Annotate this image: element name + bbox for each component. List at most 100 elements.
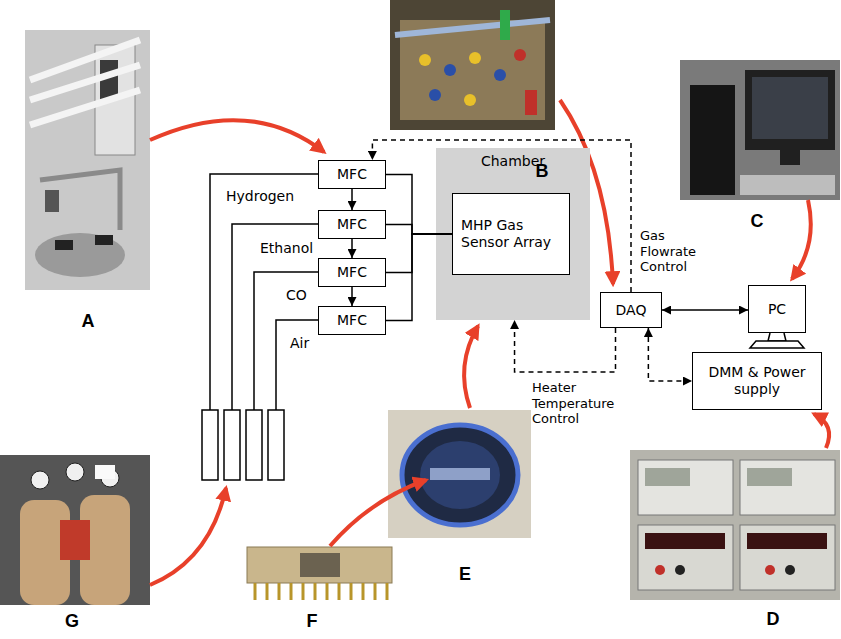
terminal: [765, 565, 775, 575]
capacitor: [444, 64, 456, 76]
display: [645, 468, 690, 486]
photo-letter: D: [767, 609, 780, 631]
display: [645, 533, 725, 549]
photo-letter: B: [536, 161, 549, 183]
terminal: [655, 565, 665, 575]
sensor-array-box: MHP Gas Sensor Array: [452, 193, 570, 275]
gas-line: [232, 224, 318, 410]
monitor-stand: [780, 150, 800, 165]
pointer-arrow: [150, 120, 324, 152]
gas-line: [254, 272, 318, 410]
ribbon-cable: [395, 20, 550, 35]
flow-line: [386, 224, 452, 234]
mfc-box: MFC: [318, 210, 386, 239]
instrument: [740, 175, 835, 195]
photo-background: [680, 60, 840, 200]
monitor-base: [750, 341, 804, 348]
cylinder-band: [60, 520, 90, 560]
photo-d: [630, 450, 840, 600]
multimeter: [740, 460, 835, 515]
multimeter: [638, 460, 733, 515]
photo-b: [390, 0, 555, 130]
chip-die: [300, 553, 340, 577]
control-line: [648, 328, 692, 381]
mfc-box: MFC: [318, 306, 386, 335]
photo-f: [247, 547, 392, 600]
gas-name: CO: [286, 287, 307, 304]
instrument-box: DMM & Power supply: [692, 352, 822, 410]
cylinder-symbol: [246, 410, 262, 480]
ribbon-cable: [30, 40, 140, 125]
capacitor: [469, 52, 481, 64]
photo-pointers: [150, 100, 829, 585]
display: [747, 468, 792, 486]
control-label: Heater Temperature Control: [532, 380, 626, 427]
pointer-arrow: [814, 414, 829, 448]
gas-name: Ethanol: [260, 240, 313, 257]
connector: [500, 10, 510, 40]
cylinder-symbol: [202, 410, 218, 480]
capacitor: [419, 54, 431, 66]
node-text: MFC: [337, 216, 367, 233]
pointer-arrow: [330, 480, 426, 546]
photo-letter: G: [65, 611, 79, 633]
flow-line: [386, 174, 452, 234]
control-line: [372, 140, 631, 292]
gas-name: Hydrogen: [226, 188, 294, 205]
pointer-arrow: [792, 200, 811, 279]
pc-monitor: PC: [748, 285, 806, 333]
photo-background: [390, 0, 555, 130]
gas-name: Air: [290, 335, 309, 352]
photo-letter: F: [307, 611, 318, 633]
power-supply: [740, 525, 835, 590]
flow-line: [351, 189, 353, 210]
gas-line: [276, 320, 318, 410]
capacitor: [494, 69, 506, 81]
node-text: DMM & Power supply: [701, 364, 813, 398]
photo-background: [630, 450, 840, 600]
flow-line: [351, 239, 353, 258]
photo-g: [0, 455, 150, 605]
mfc-box: MFC: [318, 258, 386, 287]
photo-letter: A: [82, 311, 95, 333]
photo-a: [25, 30, 150, 290]
cylinder-symbol: [224, 410, 240, 480]
base-plate: [35, 233, 125, 277]
node-text: MFC: [337, 264, 367, 281]
pressure-gauge: [66, 463, 84, 481]
cylinder-symbol: [268, 410, 284, 480]
monitor-neck: [768, 333, 786, 341]
flow-line: [351, 287, 353, 306]
terminal: [785, 565, 795, 575]
pointer-arrow: [150, 488, 226, 585]
capacitor: [514, 49, 526, 61]
chamber-band: ChamberMHP Gas Sensor Array: [436, 148, 590, 320]
terminal: [675, 565, 685, 575]
node-text: MFC: [337, 312, 367, 329]
mfc-box: MFC: [318, 160, 386, 189]
photo-letter: E: [459, 564, 471, 586]
photo-background: [25, 30, 150, 290]
fitting: [45, 190, 59, 212]
photo-c: [680, 60, 840, 200]
display: [747, 533, 827, 549]
pressure-gauge: [31, 471, 49, 489]
capacitor: [429, 89, 441, 101]
chip-pins: [255, 583, 387, 600]
photo-background: [0, 455, 150, 605]
gas-pipe: [40, 170, 120, 230]
control-line: [515, 320, 616, 372]
daq-box: DAQ: [600, 292, 662, 328]
valve-handle: [95, 235, 113, 245]
chamber-window: [420, 441, 500, 509]
photo-e: [388, 410, 531, 538]
gas-line: [210, 174, 318, 410]
flow-line: [662, 309, 748, 311]
connector: [525, 90, 537, 115]
control-label: Gas Flowrate Control: [640, 228, 702, 275]
monitor-bezel: [745, 70, 835, 150]
